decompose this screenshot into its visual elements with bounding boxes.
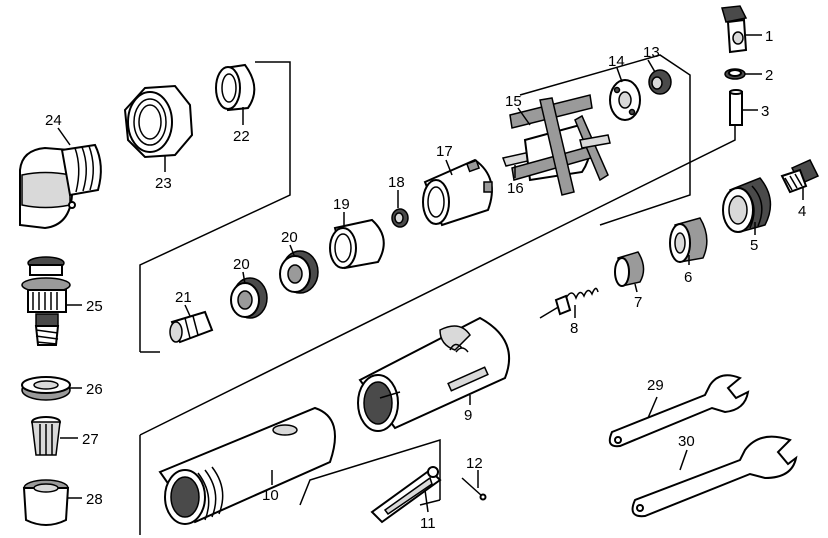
- part-8-valve-spring: [539, 287, 599, 319]
- label-part-8: 8: [570, 320, 578, 337]
- part-23-lock-nut: [123, 84, 194, 159]
- part-21-bushing: [169, 310, 214, 344]
- label-part-13: 13: [643, 44, 660, 61]
- label-part-17: 17: [436, 143, 453, 160]
- part-6-filter: [669, 217, 708, 263]
- guide-lines: [139, 54, 736, 535]
- label-part-29: 29: [647, 377, 664, 394]
- part-29-wrench: [608, 374, 750, 448]
- label-part-3: 3: [761, 103, 769, 120]
- part-9-housing: [357, 316, 510, 432]
- label-part-20-b: 20: [281, 229, 298, 246]
- part-22-ring: [215, 63, 256, 112]
- label-part-11: 11: [420, 515, 436, 532]
- part-27-collet: [31, 416, 61, 456]
- part-2-o-ring: [724, 68, 746, 80]
- label-part-19: 19: [333, 196, 350, 213]
- part-17-cylinder: [422, 158, 493, 227]
- label-part-6: 6: [684, 269, 692, 286]
- label-part-9: 9: [464, 407, 472, 424]
- part-20-bearing-b: [279, 250, 319, 294]
- label-part-1: 1: [765, 28, 773, 45]
- part-labels: 1 2 3 4 5 6 7 8 9 10 11 12 13 14 15 16 1…: [45, 28, 806, 532]
- label-part-24: 24: [45, 112, 62, 129]
- part-13-bearing: [648, 69, 672, 95]
- part-30-wrench: [631, 435, 798, 518]
- part-20-bearing-a: [230, 277, 268, 319]
- part-14-end-plate: [609, 79, 641, 121]
- part-26-washer: [21, 376, 71, 401]
- label-part-16: 16: [507, 180, 524, 197]
- part-15-16-rotor: [501, 94, 611, 196]
- leader-lines: [57, 34, 804, 513]
- label-part-4: 4: [798, 203, 806, 220]
- part-7-small-filter: [614, 251, 645, 287]
- part-12-pin: [461, 477, 487, 501]
- label-part-2: 2: [765, 67, 773, 84]
- label-part-14: 14: [608, 53, 625, 70]
- part-25-spindle: [21, 256, 71, 346]
- part-18-small-ring: [391, 208, 409, 228]
- part-19-sleeve: [329, 218, 385, 270]
- part-24-angle-head: [19, 143, 102, 230]
- label-part-26: 26: [86, 381, 103, 398]
- part-10-handle-tube: [158, 406, 336, 525]
- part-4-inlet-fitting: [780, 159, 820, 194]
- part-11-lever: [370, 466, 442, 524]
- label-part-27: 27: [82, 431, 99, 448]
- label-part-25: 25: [86, 298, 103, 315]
- label-part-30: 30: [678, 433, 695, 450]
- label-part-18: 18: [388, 174, 405, 191]
- part-3-pin: [729, 89, 743, 126]
- label-part-12: 12: [466, 455, 483, 472]
- label-part-22: 22: [233, 128, 250, 145]
- part-1-valve-knob: [721, 5, 748, 54]
- label-part-21: 21: [175, 289, 192, 306]
- label-part-20-a: 20: [233, 256, 250, 273]
- label-part-5: 5: [750, 237, 758, 254]
- label-part-15: 15: [505, 93, 522, 110]
- label-part-28: 28: [86, 491, 103, 508]
- label-part-10: 10: [262, 487, 279, 504]
- label-part-7: 7: [634, 294, 642, 311]
- part-28-collet-nut: [22, 479, 70, 526]
- label-part-23: 23: [155, 175, 172, 192]
- part-5-muffler: [722, 177, 772, 233]
